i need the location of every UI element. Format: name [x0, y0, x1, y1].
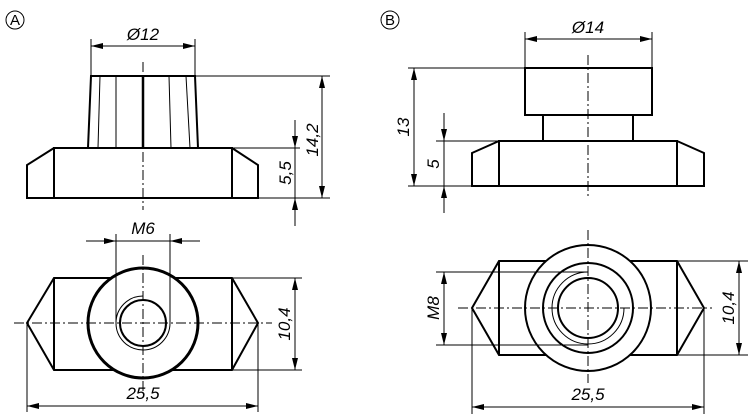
total-height-label: 14,2 — [303, 123, 322, 157]
dimension-width-a: 10,4 — [232, 277, 302, 371]
thread-label: M6 — [131, 219, 155, 238]
variant-a-side-view: Ø12 14,2 5,5 — [26, 25, 330, 226]
dimension-base-height-a: 5,5 — [232, 120, 300, 226]
dimension-thread-b: M8 — [424, 271, 588, 346]
dimension-length-b: 25,5 — [471, 308, 705, 414]
variant-a: A Ø12 14,2 — [5, 10, 330, 412]
variant-a-label: A — [5, 10, 25, 30]
dimension-width-b: 10,4 — [677, 260, 748, 356]
length-label: 25,5 — [125, 384, 160, 403]
dimension-total-height-b: 13 — [394, 67, 525, 187]
base-height-label: 5 — [424, 159, 443, 169]
variant-b-label-text: B — [385, 12, 395, 29]
diameter-label: Ø14 — [571, 18, 604, 37]
width-label: 10,4 — [719, 291, 738, 324]
dimension-diameter-a: Ø12 — [90, 25, 196, 76]
variant-b: B Ø14 13 — [380, 10, 748, 414]
thread-label: M8 — [424, 296, 443, 320]
dimension-diameter-b: Ø14 — [524, 18, 653, 68]
variant-a-top-view: M6 10,4 25,5 — [14, 219, 302, 412]
dimension-base-height-b: 5 — [424, 113, 499, 213]
variant-b-side-view: Ø14 13 5 — [394, 18, 705, 213]
variant-a-label-text: A — [10, 12, 20, 29]
length-label: 25,5 — [570, 385, 605, 404]
total-height-label: 13 — [394, 117, 413, 136]
base-height-label: 5,5 — [276, 161, 295, 185]
dimension-total-height-a: 14,2 — [195, 75, 330, 199]
width-label: 10,4 — [275, 307, 294, 340]
variant-b-top-view: M8 10,4 25,5 — [424, 230, 748, 414]
dimension-thread-a: M6 — [86, 219, 200, 323]
diameter-label: Ø12 — [126, 25, 160, 44]
variant-b-label: B — [380, 10, 400, 30]
dimension-length-a: 25,5 — [26, 323, 259, 412]
